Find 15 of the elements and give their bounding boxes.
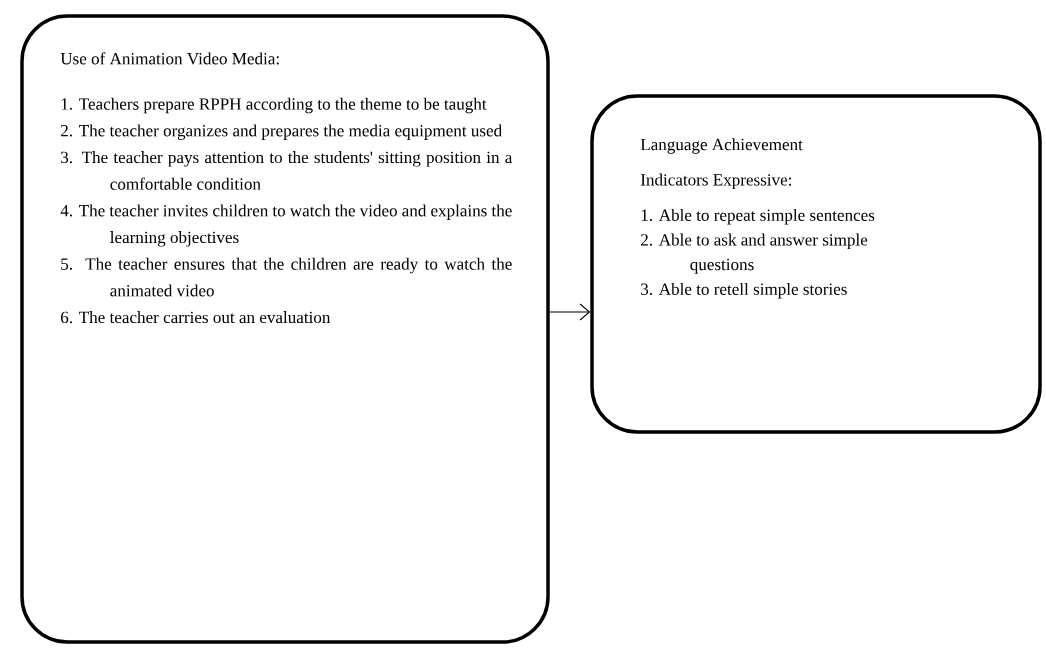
list-item: 3. Able to retell simple stories — [641, 282, 847, 299]
list-item: 2. The teacher organizes and prepares the media equipment used — [61, 124, 502, 140]
heading-text: Language Achievement — [640, 138, 803, 154]
rounded-box — [20, 14, 550, 644]
list-item: 5. The teacher ensures that the children are ready to watch the animated video — [61, 257, 512, 297]
list-item: 1. Teachers prepare RPPH according to the theme to be taught — [61, 97, 487, 114]
list-item: 3. The teacher pays attention to the students' sitting position in a comfortable condition — [61, 151, 513, 190]
list-item: 4. The teacher invites children to watch the video and explains the learning objectives — [60, 204, 512, 247]
list-item: 1. Able to repeat simple sentences — [641, 208, 875, 225]
arrow — [549, 303, 591, 321]
heading-text: Use of Animation Video Media: — [60, 52, 279, 65]
rounded-box — [590, 94, 1042, 434]
heading-text: Indicators Expressive: — [640, 173, 792, 190]
list-item: 6. The teacher carries out an evaluation — [61, 311, 331, 324]
list-item: 2. Able to ask and answer simple questions — [641, 233, 868, 274]
